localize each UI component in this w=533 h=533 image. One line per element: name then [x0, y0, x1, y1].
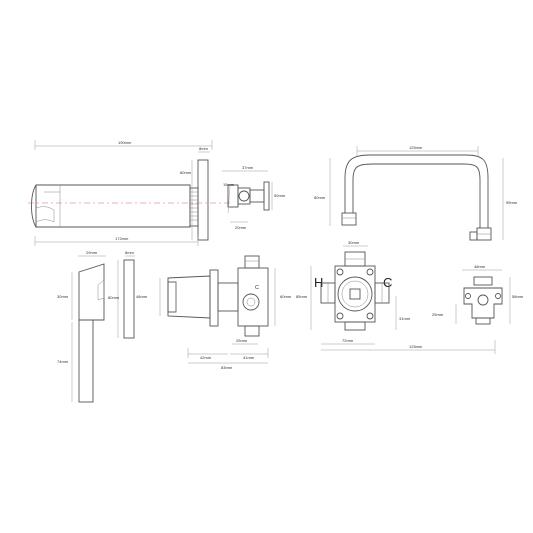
handle-plate-side: 8mm 80mm: [108, 250, 135, 339]
dim-190: 190mm: [118, 140, 132, 145]
dim-20: 20mm: [235, 225, 247, 230]
dim-valve-41: 41mm: [243, 355, 255, 360]
dim-bracket-25: 25mm: [432, 312, 444, 317]
dim-front-125: 125mm: [409, 344, 423, 349]
dim-plate-side-80: 80mm: [108, 295, 120, 300]
valve-side-cold-label: C: [255, 285, 259, 291]
dim-handle-74: 74mm: [57, 359, 69, 364]
dim-front-72: 72mm: [342, 338, 354, 343]
dim-handle-29: 29mm: [86, 250, 98, 255]
dim-plate-8: 8mm: [199, 146, 209, 151]
bracket-view: 48mm 58mm 25mm: [432, 264, 524, 325]
dim-15: 15mm: [223, 182, 235, 187]
dim-37: 37mm: [242, 165, 254, 170]
dim-front-31: 31mm: [399, 316, 411, 321]
dim-valve-60: 60mm: [280, 294, 292, 299]
handle-front-view: 29mm 30mm 74mm: [57, 250, 106, 403]
dim-172: 172mm: [115, 236, 129, 241]
dim-gooseneck-95: 95mm: [506, 200, 518, 205]
dim-valve-25: 25mm: [236, 338, 248, 343]
dim-plate-side-8: 8mm: [125, 250, 135, 255]
dim-bracket-58: 58mm: [512, 294, 524, 299]
dim-front-30: 30mm: [348, 240, 360, 245]
dim-50: 50mm: [274, 193, 286, 198]
valve-side-view: C 48mm 60mm 25mm 42mm 41mm 83mm: [136, 255, 292, 370]
dim-gooseneck-80: 80mm: [314, 195, 326, 200]
dim-handle-30: 30mm: [57, 294, 69, 299]
dim-height-80: 80mm: [180, 170, 192, 175]
dim-valve-42: 42mm: [200, 355, 212, 360]
hot-label: H: [314, 275, 323, 290]
dim-front-85: 85mm: [296, 294, 308, 299]
spout-side-view: 190mm 8mm 80mm 172mm: [28, 140, 232, 246]
cold-label: C: [383, 275, 392, 290]
mini-valve-view: 37mm 15mm 50mm 20mm: [222, 165, 286, 230]
dim-valve-83: 83mm: [221, 365, 233, 370]
gooseneck-spout: 125mm 80mm 95mm: [314, 145, 518, 241]
valve-front-view: 30mm H C 85mm 31mm 72mm 125mm: [296, 240, 496, 354]
dim-bracket-48: 48mm: [474, 264, 486, 269]
dim-valve-48: 48mm: [136, 294, 148, 299]
dim-gooseneck-125: 125mm: [409, 145, 423, 150]
